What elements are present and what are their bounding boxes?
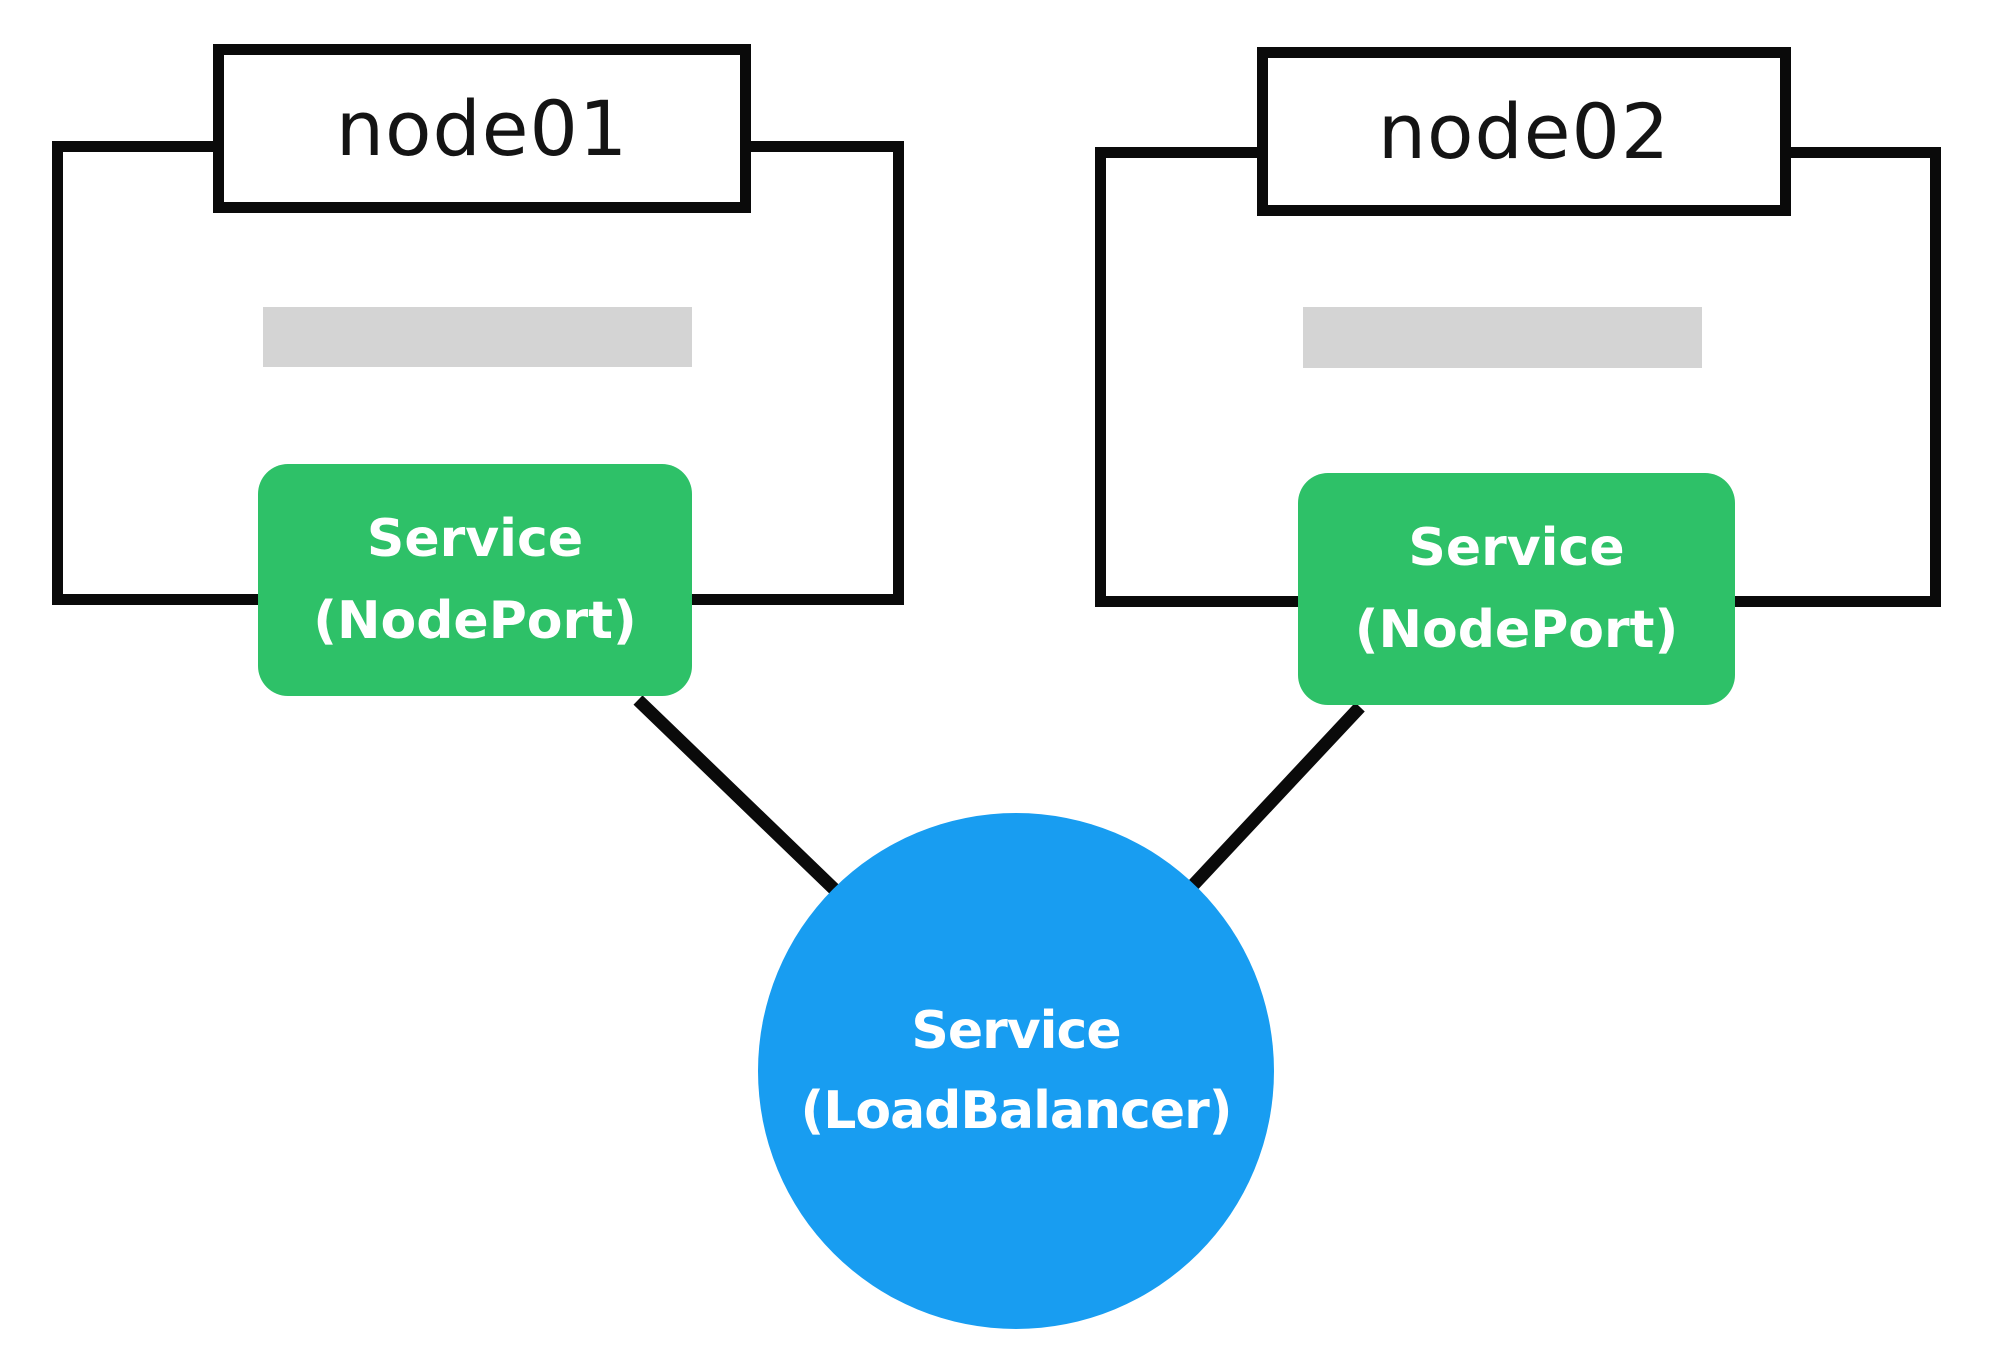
node01-service-type: (NodePort) xyxy=(313,591,637,651)
node02-service-title: Service xyxy=(1408,518,1625,578)
node02-service-type: (NodePort) xyxy=(1354,600,1679,660)
node01-placeholder-bar xyxy=(263,307,692,367)
node01-label-text: node01 xyxy=(335,84,629,173)
loadbalancer-type: (LoadBalancer) xyxy=(800,1081,1232,1141)
node02-label-box: node02 xyxy=(1257,47,1791,216)
node02-placeholder-bar xyxy=(1303,307,1702,368)
connector-node01-service-to-loadbalancer xyxy=(633,695,867,921)
loadbalancer-title: Service xyxy=(911,1001,1121,1061)
node01-service-title: Service xyxy=(366,509,584,569)
node01-label-box: node01 xyxy=(213,44,751,213)
node02-label-text: node02 xyxy=(1377,87,1671,176)
service-loadbalancer-circle: Service (LoadBalancer) xyxy=(758,813,1274,1329)
node01-service-nodeport-box: Service (NodePort) xyxy=(258,464,692,696)
node02-service-nodeport-box: Service (NodePort) xyxy=(1298,473,1735,705)
connector-node02-service-to-loadbalancer xyxy=(1163,702,1365,917)
